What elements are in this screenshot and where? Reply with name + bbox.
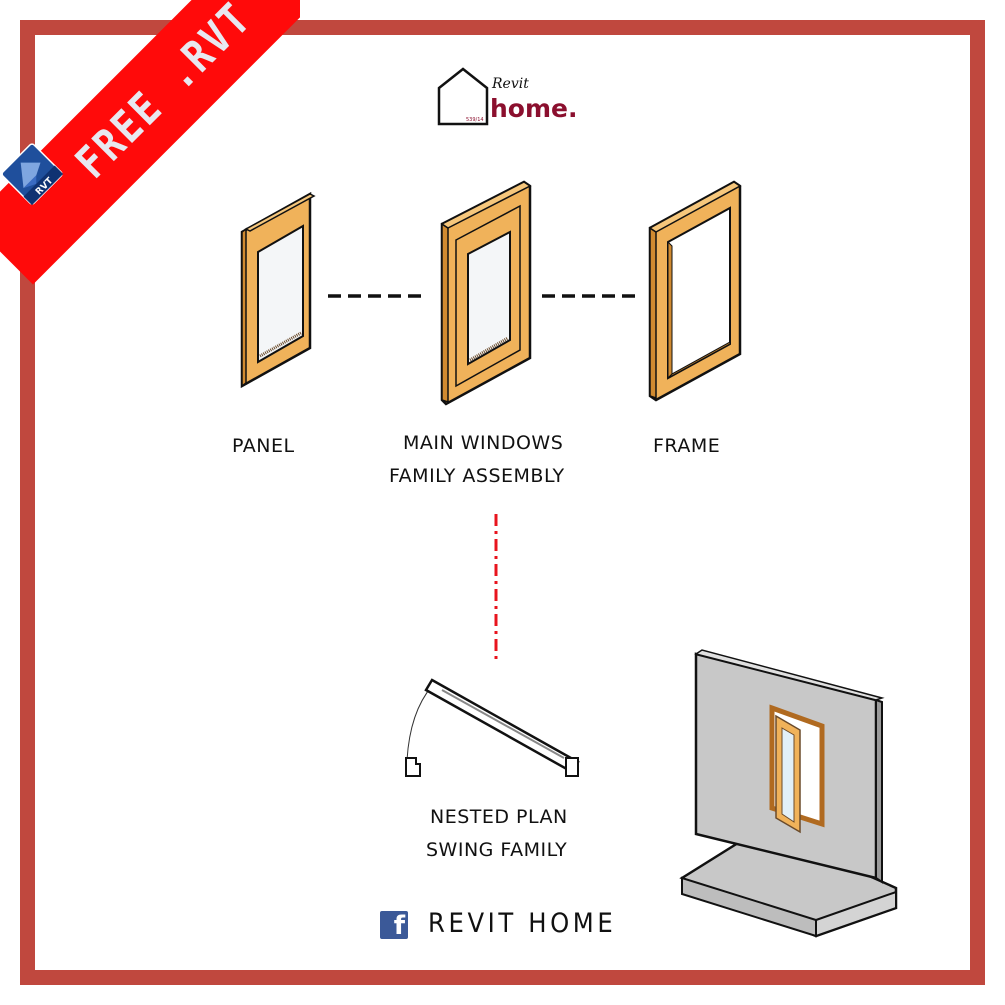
connector-red-dashdot-line <box>494 514 498 664</box>
main-window-assembly-drawing <box>440 180 532 406</box>
panel-label: PANEL <box>232 435 295 457</box>
logo-home-text: home. <box>490 94 578 123</box>
svg-text:539/14: 539/14 <box>466 117 484 123</box>
main-windows-label-line2: FAMILY ASSEMBLY <box>389 465 565 487</box>
frame-drawing <box>648 180 742 402</box>
logo-revit-text: Revit <box>492 76 529 92</box>
panel-window-drawing <box>240 191 316 389</box>
footer-revit-home-text[interactable]: REVIT HOME <box>428 908 617 939</box>
house-outline-icon: 539/14 <box>437 67 489 126</box>
nested-plan-label-line1: NESTED PLAN <box>430 806 568 828</box>
connector-dashed-line <box>328 294 424 298</box>
swing-plan-drawing <box>405 678 580 777</box>
frame-label: FRAME <box>653 435 721 457</box>
wall-with-window-drawing <box>679 649 898 938</box>
page-border <box>20 20 985 985</box>
connector-dashed-line <box>542 294 638 298</box>
facebook-icon[interactable]: f <box>380 911 408 939</box>
nested-plan-label-line2: SWING FAMILY <box>426 839 568 861</box>
main-windows-label-line1: MAIN WINDOWS <box>403 432 564 454</box>
